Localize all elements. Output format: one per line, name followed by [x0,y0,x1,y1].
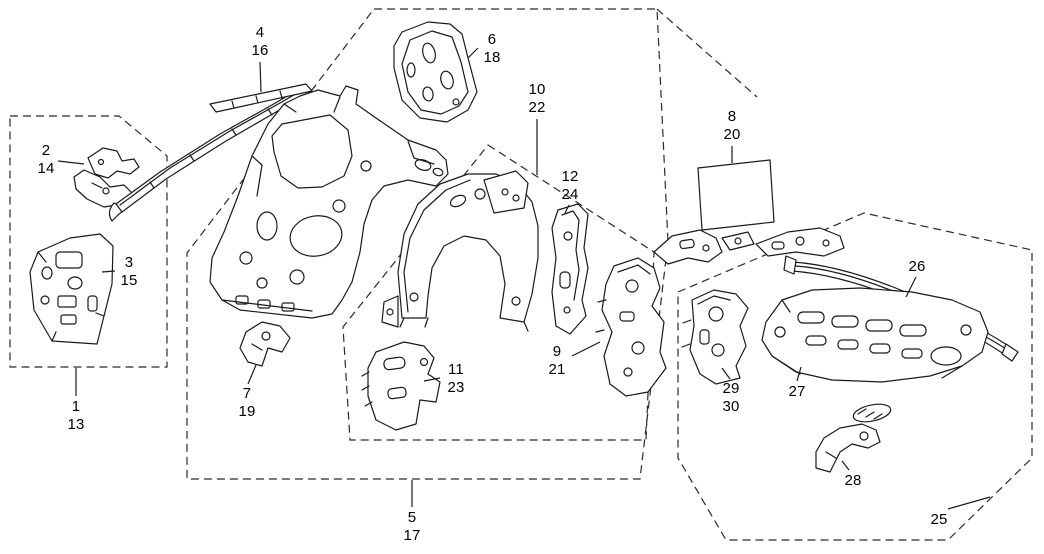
group-outline-1-13 [9,115,168,368]
part-number: 29 [722,380,740,397]
part-label-9-21: 9 21 [548,343,565,379]
part-number: 24 [561,186,579,203]
leader-27 [796,366,802,382]
part-label-10-22: 10 22 [528,81,545,117]
part-label-26: 26 [908,258,925,276]
leader-9-21 [571,341,601,357]
leader-25 [947,496,991,510]
part-number: 20 [723,126,741,143]
part-number: 23 [447,379,465,396]
part-label-28: 28 [844,472,861,490]
part-label-1-13: 1 13 [67,398,84,434]
part-label-12-24: 12 24 [561,168,578,204]
part-sketch-12-24 [551,203,589,335]
leader-11-23 [423,377,441,382]
part-sketch-6-18 [393,21,478,123]
part-number: 25 [930,511,948,528]
part-label-6-18: 6 18 [483,31,500,67]
part-number: 19 [238,403,256,420]
group-outline-25 [677,212,1033,541]
leader-28 [841,460,850,471]
part-number: 4 [255,24,265,41]
part-number: 27 [788,383,806,400]
leader-2-14 [57,160,85,165]
leader-7-19 [247,364,257,385]
part-number: 30 [722,398,740,415]
part-number: 28 [844,472,862,489]
part-sketch-9-21 [595,257,667,397]
part-sketch-8-20 [653,159,845,265]
part-number: 17 [403,527,421,544]
leader-lines [57,47,991,510]
part-sketch-2-14 [73,147,140,208]
part-number: 12 [561,168,579,185]
leader-12-24 [564,204,570,214]
leader-26 [905,276,917,298]
part-number: 22 [528,99,546,116]
group-outline-10-22 [342,144,655,441]
part-sketch-28 [815,403,892,473]
part-number: 11 [448,361,464,378]
part-label-8-20: 8 20 [723,108,740,144]
part-number: 15 [120,272,138,289]
part-label-2-14: 2 14 [37,142,54,178]
part-number: 6 [487,31,497,48]
part-label-29-30: 29 30 [722,380,739,416]
part-sketch-29-30 [681,289,749,385]
leader-29-30 [721,367,731,380]
part-number: 10 [528,81,546,98]
part-sketch-3-15 [29,233,114,345]
part-number: 9 [552,343,562,360]
part-number: 3 [124,254,134,271]
part-number: 14 [37,160,55,177]
part-label-25: 25 [930,511,947,529]
part-number: 16 [251,42,269,59]
part-sketch-wheelhouse [381,170,539,332]
part-label-4-16: 4 16 [251,24,268,60]
part-sketch-quarter-panel [209,85,449,319]
part-number: 18 [483,49,501,66]
assembly-group-outlines [9,8,1033,541]
part-number: 5 [407,509,417,526]
part-label-5-17: 5 17 [403,509,420,545]
part-number: 13 [67,416,85,433]
part-number: 1 [71,398,81,415]
leader-3-15 [101,270,116,273]
group-outline-5-17 [186,8,669,480]
part-number: 26 [908,258,926,275]
part-label-27: 27 [788,383,805,401]
part-number: 7 [242,385,252,402]
part-sketch-7-19 [239,321,291,367]
part-sketch-27 [761,287,989,383]
leader-4-16 [259,61,262,93]
part-label-11-23: 11 23 [447,361,464,397]
part-sketches [29,21,1019,473]
part-number: 8 [727,108,737,125]
part-sketch-11-23 [361,341,441,431]
part-sketch-4-16 [108,83,313,222]
leader-6-18 [467,47,479,59]
part-number: 2 [41,142,51,159]
part-label-3-15: 3 15 [120,254,137,290]
group-connector-line [656,8,758,98]
part-label-7-19: 7 19 [238,385,255,421]
part-number: 21 [548,361,566,378]
